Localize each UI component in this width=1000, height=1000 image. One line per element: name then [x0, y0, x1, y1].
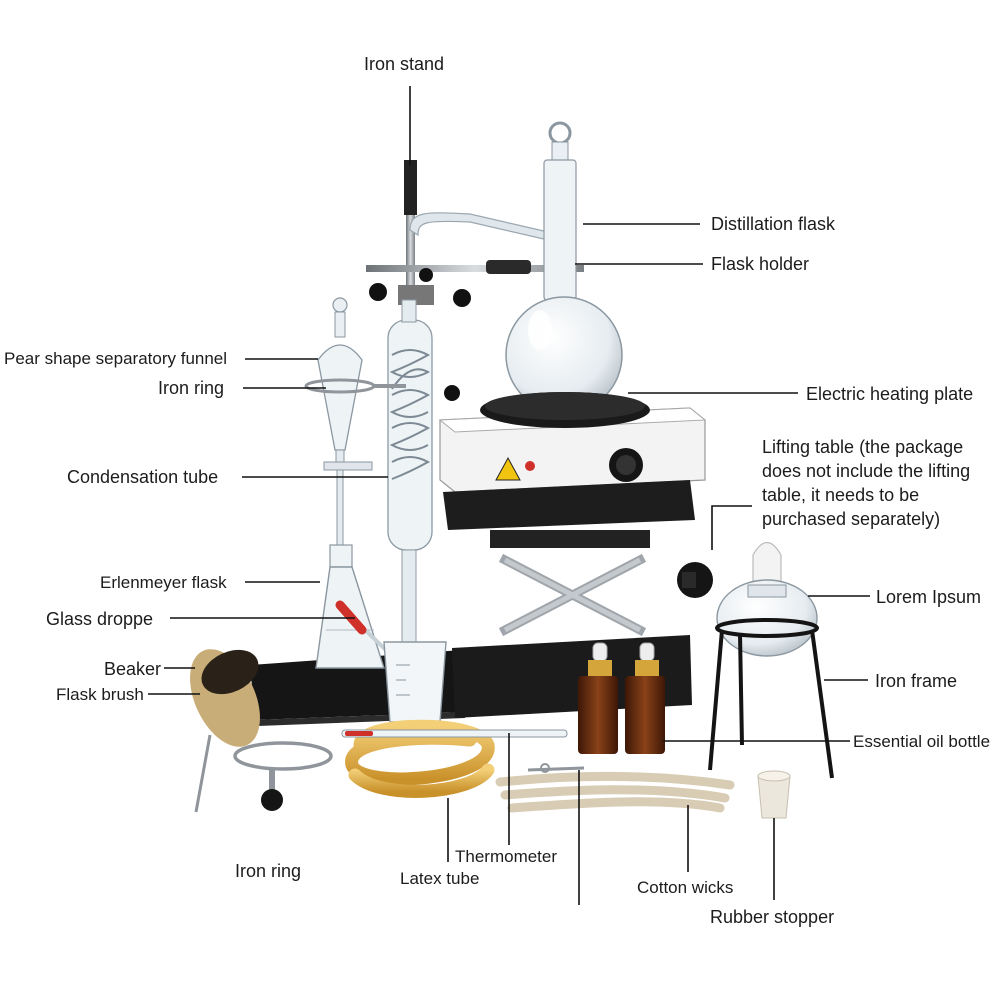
- label-latex-tube: Latex tube: [400, 869, 480, 888]
- flask-holder: [366, 258, 584, 401]
- cotton-wicks: [495, 771, 735, 813]
- iron-ring-stand: [304, 378, 406, 394]
- leader-lines: [148, 86, 870, 905]
- beaker: [383, 641, 447, 723]
- erlenmeyer-flask: [315, 544, 385, 669]
- label-iron-ring-top: Iron ring: [158, 378, 225, 398]
- iron-frame: [708, 618, 834, 779]
- distillation-flask: [505, 121, 623, 414]
- flask-brush: [190, 649, 260, 813]
- label-beaker: Beaker: [104, 659, 162, 679]
- rubber-stopper: [757, 770, 791, 819]
- essential-oil-bottles: [578, 642, 665, 754]
- label-flask-holder: Flask holder: [711, 254, 810, 274]
- label-iron-ring-bottom: Iron ring: [235, 861, 302, 881]
- label-flask-brush: Flask brush: [56, 685, 144, 704]
- label-distillation-flask: Distillation flask: [711, 214, 836, 234]
- label-lifting-table: Lifting table (the package does not incl…: [762, 437, 971, 529]
- alcohol-lamp: [716, 541, 818, 657]
- iron-ring-loose: [233, 741, 333, 811]
- latex-tube: [345, 719, 495, 798]
- thermometer: [341, 729, 568, 738]
- label-electric-heating-plate: Electric heating plate: [806, 384, 974, 404]
- label-lorem-ipsum: Lorem Ipsum: [876, 587, 982, 607]
- label-iron-frame: Iron frame: [875, 671, 958, 691]
- tube-clip: [527, 763, 585, 773]
- label-rubber-stopper: Rubber stopper: [710, 907, 835, 927]
- label-thermometer: Thermometer: [455, 847, 558, 866]
- label-separatory-funnel: Pear shape separatory funnel: [4, 349, 228, 368]
- label-erlenmeyer-flask: Erlenmeyer flask: [100, 573, 227, 592]
- label-cotton-wicks: Cotton wicks: [637, 878, 734, 897]
- separatory-funnel: [317, 297, 373, 551]
- label-essential-oil-bottle: Essential oil bottle: [853, 732, 991, 751]
- label-iron-stand: Iron stand: [364, 54, 445, 74]
- label-condensation-tube: Condensation tube: [67, 467, 219, 487]
- label-glass-dropper: Glass droppe: [46, 609, 154, 629]
- electric-heating-plate: [438, 392, 707, 493]
